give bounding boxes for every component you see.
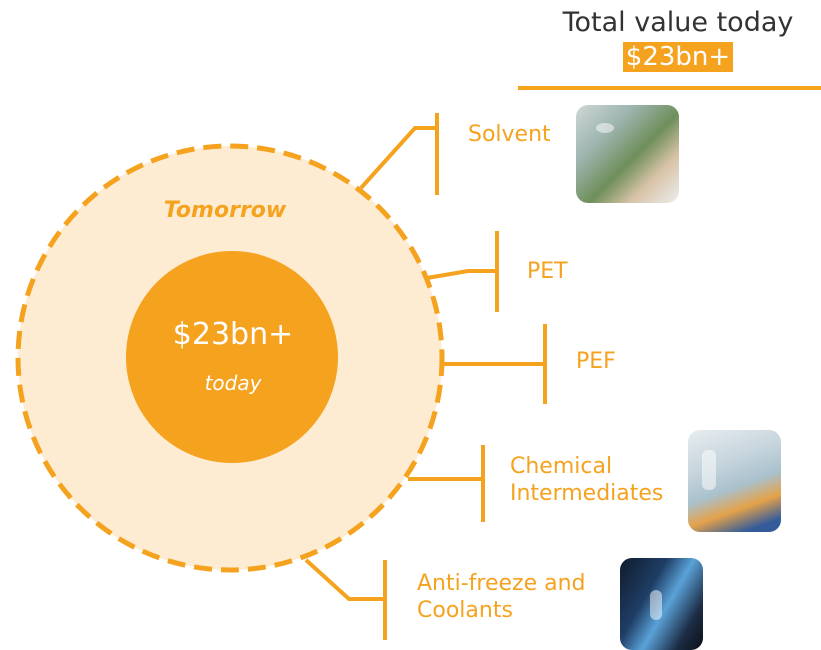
branch-label-line2: Intermediates	[510, 481, 664, 506]
branch-label-line1: Chemical	[510, 454, 613, 479]
branch-label-pef: PEF	[576, 349, 616, 374]
connector-pef	[440, 324, 547, 404]
connector-solvent	[359, 113, 439, 195]
connector-chemical-intermediates	[408, 445, 485, 522]
connector-pet	[426, 231, 499, 312]
branch-label-pet: PET	[527, 259, 568, 284]
branch-label-antifreeze: Anti-freeze and Coolants	[417, 570, 586, 624]
total-value-title: Total value today	[562, 7, 794, 38]
title-underline	[518, 86, 821, 90]
antifreeze-photo	[620, 558, 703, 650]
connector-antifreeze	[304, 558, 387, 640]
today-label: today	[204, 371, 262, 395]
inner-circle	[126, 251, 338, 463]
branch-label-chemical-intermediates: Chemical Intermediates	[510, 453, 663, 507]
total-value-badge: $23bn+	[622, 42, 734, 72]
branch-label-line1: Anti-freeze and	[417, 571, 586, 596]
solvent-photo	[576, 105, 679, 203]
total-value-wrap: $23bn+	[535, 42, 821, 72]
branch-label-solvent: Solvent	[468, 122, 551, 147]
tomorrow-label: Tomorrow	[163, 198, 287, 223]
chemical-intermediates-photo	[688, 430, 781, 532]
today-value: $23bn+	[172, 317, 294, 352]
branch-label-line2: Coolants	[417, 598, 513, 623]
